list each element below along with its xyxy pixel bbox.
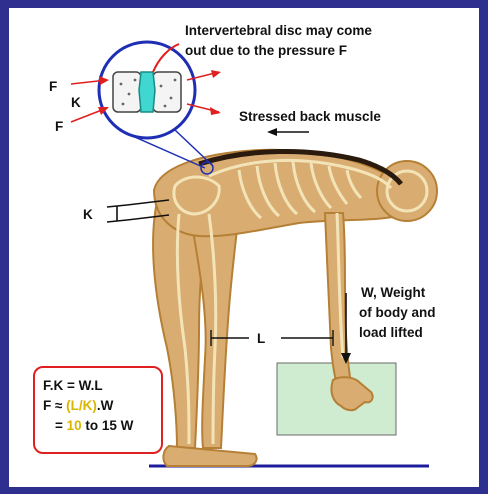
- diagram-panel: Intervertebral disc may come out due to …: [9, 8, 479, 487]
- stressed-muscle-label: Stressed back muscle: [239, 108, 381, 125]
- feet: [163, 446, 256, 466]
- formula-ratio: (L/K): [66, 398, 97, 413]
- formula-line2: F ≈ (L/K).W: [43, 398, 113, 413]
- disc-note-line2: out due to the pressure F: [185, 42, 347, 59]
- disc-note-line1: Intervertebral disc may come: [185, 22, 372, 39]
- force-label-bottom: F: [55, 118, 63, 135]
- k-label-large: K: [83, 206, 93, 223]
- formula-line3-prefix: =: [55, 418, 67, 433]
- disc-magnifier: [99, 42, 195, 138]
- formula-line2-prefix: F ≈: [43, 398, 66, 413]
- weight-label-line3: load lifted: [359, 324, 423, 341]
- formula-value-low: 10: [67, 418, 82, 433]
- k-label-small: K: [71, 94, 81, 111]
- force-label-top: F: [49, 78, 57, 95]
- distance-label: L: [257, 330, 265, 347]
- formula-line1: F.K = W.L: [43, 378, 103, 393]
- formula-line2-suffix: .W: [97, 398, 114, 413]
- l-distance: [211, 330, 333, 346]
- formula-line3: = 10 to 15 W: [55, 418, 133, 433]
- formula-box: F.K = W.L F ≈ (L/K).W = 10 to 15 W: [33, 366, 163, 454]
- weight-label-line1: W, Weight: [361, 284, 425, 301]
- weight-label-line2: of body and: [359, 304, 436, 321]
- formula-line3-suffix: to 15 W: [82, 418, 134, 433]
